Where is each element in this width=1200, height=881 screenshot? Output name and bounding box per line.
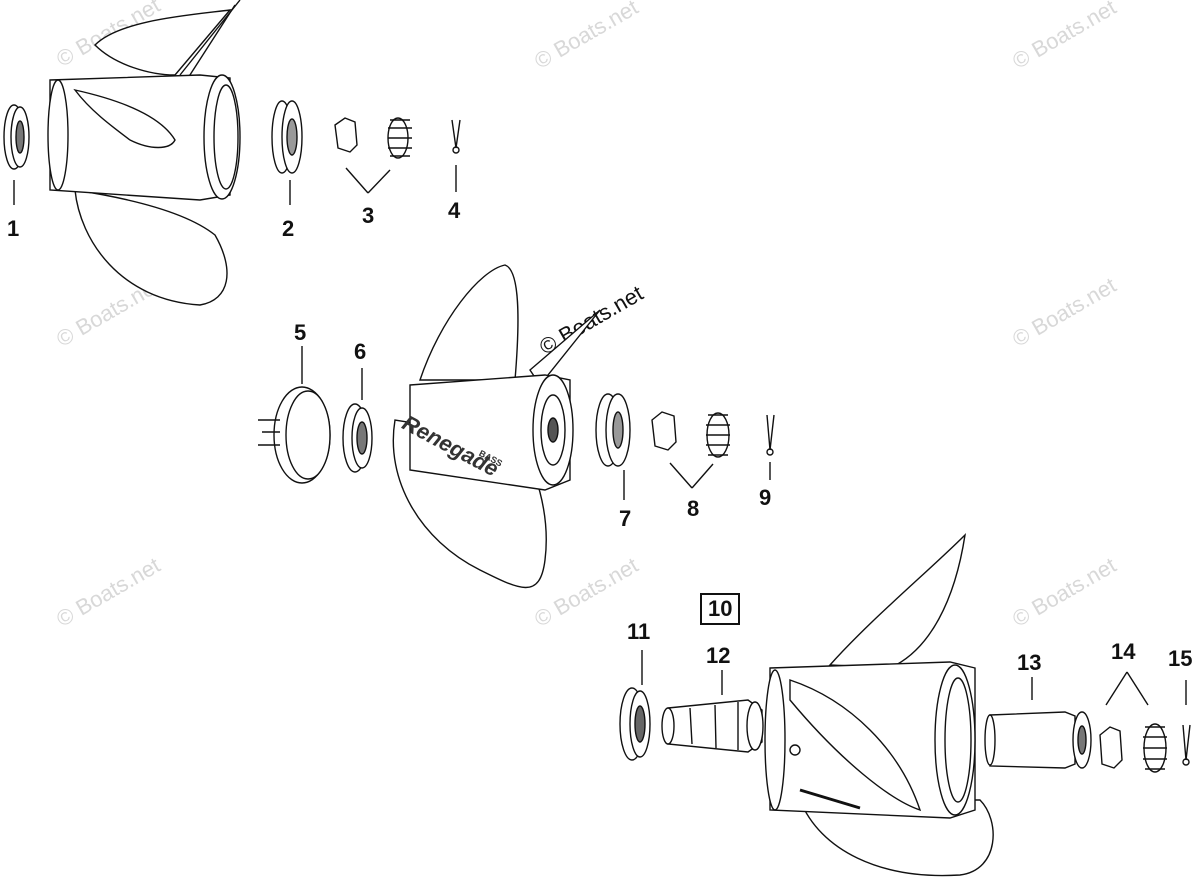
part-label-3: 3 (362, 203, 375, 228)
part-label-12: 12 (706, 643, 731, 668)
part-5-adapter (258, 346, 331, 484)
part-label-5: 5 (294, 320, 307, 345)
part-6-thrust-washer (342, 368, 373, 473)
part-3-nut-retainer (334, 117, 412, 194)
part-8-nut-retainer (651, 411, 730, 489)
propeller-bottom (764, 532, 994, 877)
part-label-2: 2 (282, 216, 295, 241)
part-label-10-kit: 10 (700, 593, 741, 625)
part-label-4: 4 (448, 198, 461, 223)
part-4-cotter-pin (451, 119, 461, 192)
part-1-thrust-washer (3, 104, 30, 205)
part-label-15: 15 (1168, 646, 1193, 671)
part-label-6: 6 (354, 339, 367, 364)
propeller-top (47, 0, 241, 306)
part-2-spacer (271, 100, 303, 205)
part-label-8: 8 (687, 496, 700, 521)
part-7-spacer (595, 393, 631, 500)
part-12-hub-adapter (661, 670, 764, 753)
part-11-thrust-washer (619, 650, 651, 761)
part-14-nut-retainer (1099, 671, 1167, 773)
part-label-1: 1 (7, 216, 20, 241)
part-label-7: 7 (619, 506, 632, 531)
propeller-middle (392, 264, 601, 589)
part-label-14: 14 (1111, 639, 1136, 664)
part-9-cotter-pin (766, 414, 775, 480)
part-label-11: 11 (627, 619, 651, 644)
part-15-cotter-pin (1182, 680, 1191, 766)
part-label-13: 13 (1017, 650, 1042, 675)
part-13-sleeve (984, 677, 1092, 769)
part-label-9: 9 (759, 485, 772, 510)
